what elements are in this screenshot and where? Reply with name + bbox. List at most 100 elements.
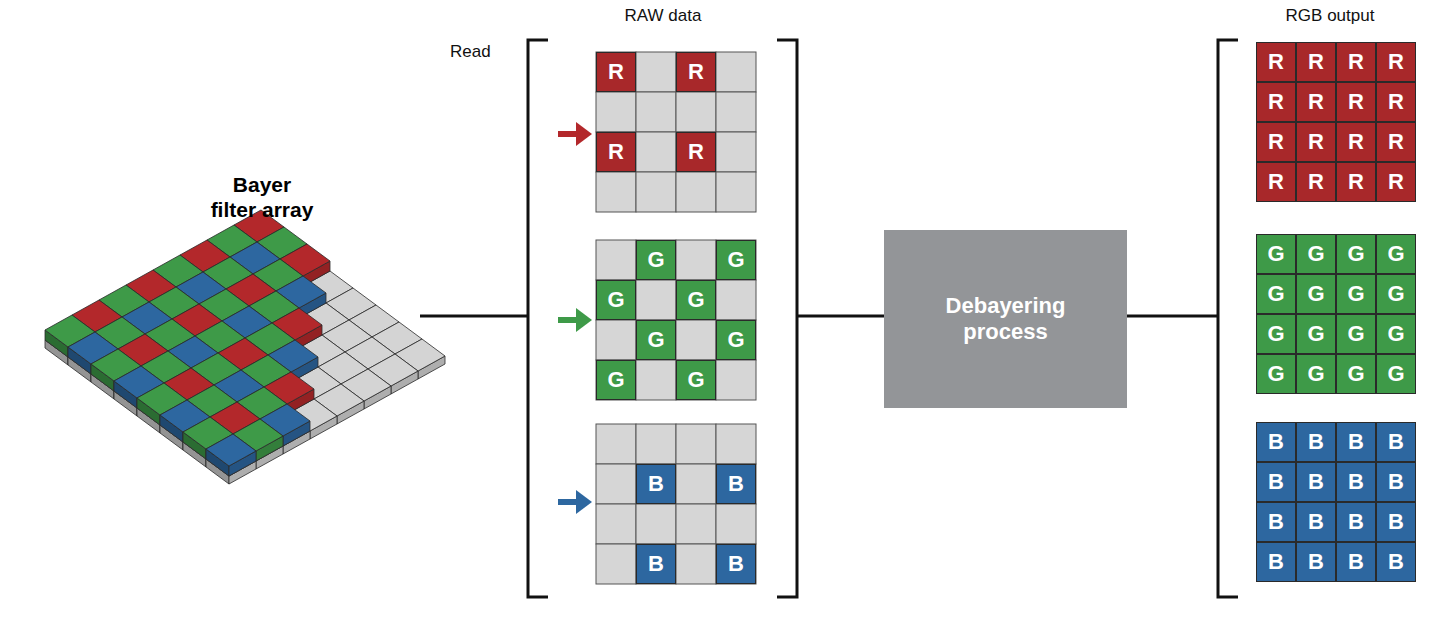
pixel-cell: B (1296, 502, 1336, 542)
empty-pixel (636, 240, 676, 280)
channel-letter: G (1387, 323, 1404, 345)
connector (798, 315, 884, 318)
pixel-cell: B (1256, 462, 1296, 502)
channel-letter: G (607, 369, 624, 391)
empty-pixel (716, 360, 756, 400)
pixel-cell: B (1296, 462, 1336, 502)
empty-pixel (676, 52, 716, 92)
sensor-cell (206, 434, 256, 466)
channel-letter: G (1267, 243, 1284, 265)
empty-pixel (716, 544, 756, 584)
channel-letter: G (1387, 283, 1404, 305)
pixel-cell: G (1256, 314, 1296, 354)
empty-pixel (716, 424, 756, 464)
step-label: Read (450, 42, 491, 62)
pixel-cell: R (1296, 162, 1336, 202)
pixel-cell: B (716, 544, 756, 584)
channel-letter: G (647, 249, 664, 271)
channel-letter: R (1348, 171, 1364, 193)
empty-pixel (676, 320, 716, 360)
channel-letter: B (1308, 511, 1324, 533)
process-box: Debayering process (884, 230, 1127, 408)
channel-letter: B (1308, 551, 1324, 573)
pixel-cell: G (1336, 354, 1376, 394)
channel-letter: R (1268, 91, 1284, 113)
empty-pixel (596, 92, 636, 132)
empty-pixel (716, 132, 756, 172)
pixel-cell: B (1376, 502, 1416, 542)
channel-letter: R (1308, 91, 1324, 113)
empty-pixel (596, 360, 636, 400)
empty-pixel (676, 504, 716, 544)
pixel-cell: R (1256, 82, 1296, 122)
pixel-cell: R (1296, 42, 1336, 82)
channel-letter: B (1268, 431, 1284, 453)
channel-letter: B (1308, 471, 1324, 493)
pixel-cell: R (1256, 42, 1296, 82)
channel-letter: R (1348, 131, 1364, 153)
empty-pixel (716, 504, 756, 544)
pixel-cell: R (1296, 122, 1336, 162)
channel-letter: G (727, 249, 744, 271)
empty-pixel (676, 280, 716, 320)
channel-letter: G (687, 289, 704, 311)
channel-letter: G (607, 289, 624, 311)
pixel-cell: G (1256, 354, 1296, 394)
pixel-cell: R (676, 52, 716, 92)
pixel-cell: B (1336, 422, 1376, 462)
channel-letter: R (1388, 171, 1404, 193)
empty-pixel (636, 52, 676, 92)
array-title: Bayer filter array (208, 172, 316, 222)
empty-pixel (596, 280, 636, 320)
pixel-cell: G (1296, 234, 1336, 274)
bracket-group: RGB outputRRRRRRRRRRRRRRRRGGGGGGGGGGGGGG… (1218, 6, 1442, 598)
channel-letter: B (1388, 511, 1404, 533)
pixel-cell: B (1376, 422, 1416, 462)
empty-pixel (716, 464, 756, 504)
channel-letter: R (688, 61, 704, 83)
pixel-cell: G (1376, 274, 1416, 314)
channel-letter: R (1348, 51, 1364, 73)
channel-letter: R (1388, 131, 1404, 153)
channel-letter: R (608, 141, 624, 163)
empty-pixel (596, 504, 636, 544)
pixel-cell: R (676, 132, 716, 172)
pixel-cell: R (1336, 82, 1376, 122)
pixel-cell: G (1296, 354, 1336, 394)
channel-letter: G (1267, 323, 1284, 345)
pixel-cell: G (716, 320, 756, 360)
empty-pixel (596, 464, 636, 504)
pixel-cell: B (1296, 422, 1336, 462)
read-arrow (558, 122, 592, 146)
empty-pixel (676, 360, 716, 400)
pixel-cell: R (1376, 82, 1416, 122)
empty-pixel (716, 172, 756, 212)
channel-letter: G (1387, 363, 1404, 385)
empty-pixel (676, 464, 716, 504)
empty-pixel (636, 544, 676, 584)
channel-letter: R (1308, 131, 1324, 153)
empty-pixel (676, 424, 716, 464)
pixel-cell: B (1336, 462, 1376, 502)
pixel-cell: B (1256, 422, 1296, 462)
pixel-cell: B (1256, 542, 1296, 582)
empty-pixel (676, 240, 716, 280)
pixel-cell: G (596, 360, 636, 400)
pixel-cell: G (1256, 234, 1296, 274)
group-heading: RGB output (1218, 6, 1442, 26)
empty-pixel (716, 52, 756, 92)
pixel-cell: B (1336, 542, 1376, 582)
pixel-cell: B (636, 464, 676, 504)
pixel-cell: G (676, 360, 716, 400)
channel-letter: G (1347, 243, 1364, 265)
empty-pixel (596, 172, 636, 212)
channel-letter: B (1388, 551, 1404, 573)
channel-letter: R (608, 61, 624, 83)
empty-pixel (716, 280, 756, 320)
channel-letter: R (1388, 91, 1404, 113)
group-heading: RAW data (528, 6, 798, 26)
pixel-cell: R (1336, 162, 1376, 202)
channel-letter: B (648, 473, 664, 495)
bracket (777, 40, 797, 597)
